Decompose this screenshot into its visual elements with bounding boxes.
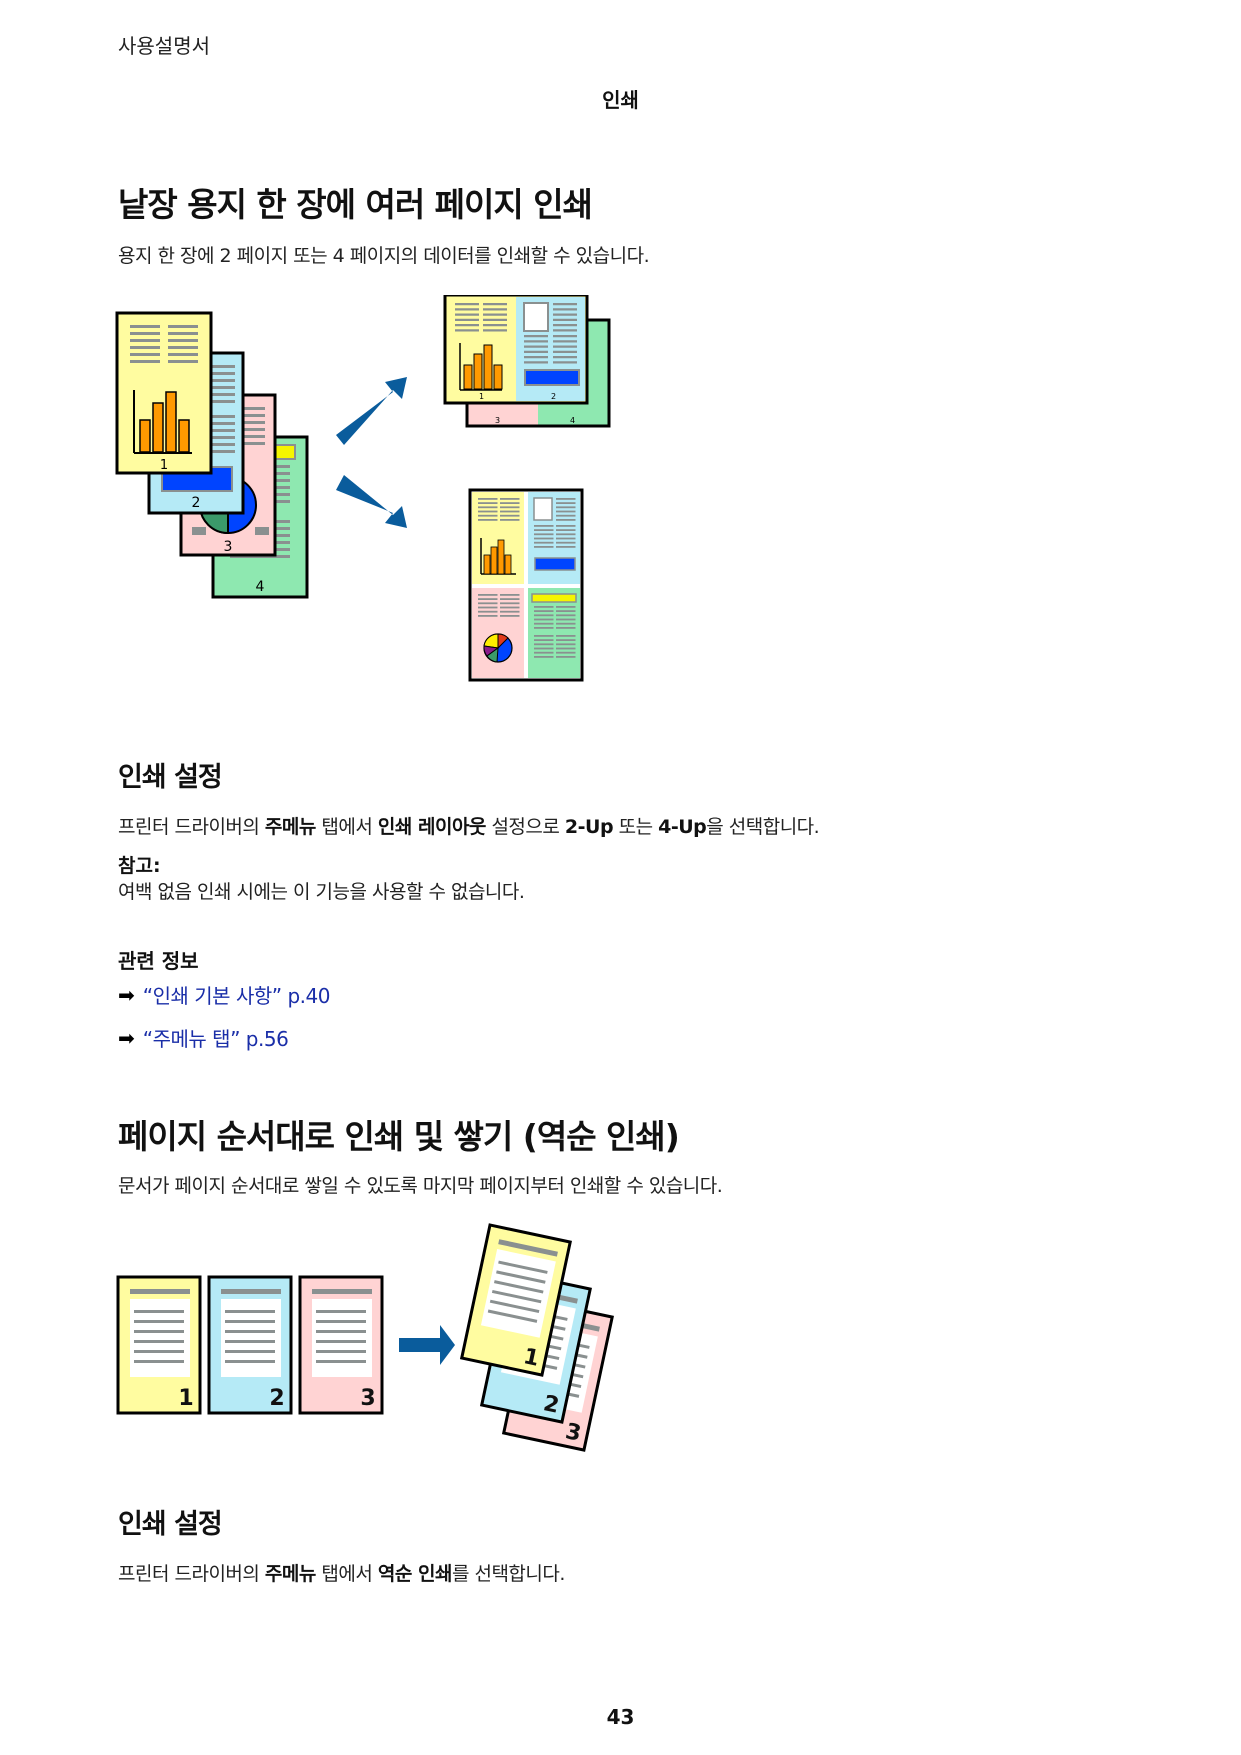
svg-text:1: 1 — [160, 458, 168, 473]
section-intro-multi-page: 용지 한 장에 2 페이지 또는 4 페이지의 데이터를 인쇄할 수 있습니다. — [118, 245, 650, 267]
svg-text:1: 1 — [178, 1386, 193, 1411]
settings-title-multi-page: 인쇄 설정 — [118, 762, 223, 793]
svg-text:4: 4 — [256, 579, 265, 595]
settings-body-multi-page: 프린터 드라이버의 주메뉴 탭에서 인쇄 레이아웃 설정으로 2-Up 또는 4… — [118, 816, 820, 838]
svg-text:2: 2 — [541, 1391, 561, 1419]
related-info-title: 관련 정보 — [118, 949, 199, 973]
svg-text:3: 3 — [495, 416, 500, 425]
svg-text:2: 2 — [192, 495, 201, 511]
section-intro-reverse-order: 문서가 페이지 순서대로 쌓일 수 있도록 마지막 페이지부터 인쇄할 수 있습… — [118, 1175, 723, 1197]
reverse-order-diagram: 1 2 3 3 2 1 — [116, 1223, 614, 1452]
related-link-row: ➡ “주메뉴 탭” p.56 — [118, 1023, 289, 1052]
manual-label: 사용설명서 — [118, 34, 210, 58]
svg-text:3: 3 — [224, 539, 233, 555]
svg-text:2: 2 — [269, 1386, 284, 1411]
section-title-reverse-order: 페이지 순서대로 인쇄 및 쌓기 (역순 인쇄) — [118, 1117, 680, 1156]
related-link-row: ➡ “인쇄 기본 사항” p.40 — [118, 980, 330, 1009]
settings-title-reverse-order: 인쇄 설정 — [118, 1509, 223, 1540]
settings-body-reverse-order: 프린터 드라이버의 주메뉴 탭에서 역순 인쇄를 선택합니다. — [118, 1563, 565, 1585]
note-label: 참고: — [118, 855, 161, 877]
svg-text:3: 3 — [360, 1386, 375, 1411]
svg-text:1: 1 — [521, 1344, 541, 1372]
link-main-tab[interactable]: “주메뉴 탭” p.56 — [142, 1027, 289, 1051]
section-title-multi-page: 낱장 용지 한 장에 여러 페이지 인쇄 — [118, 185, 593, 224]
arrow-right-icon: ➡ — [118, 1025, 135, 1050]
page-number: 43 — [606, 1705, 635, 1729]
note-text: 여백 없음 인쇄 시에는 이 기능을 사용할 수 없습니다. — [118, 881, 525, 903]
link-print-basics[interactable]: “인쇄 기본 사항” p.40 — [142, 984, 331, 1008]
svg-text:3: 3 — [563, 1419, 583, 1447]
chapter-title: 인쇄 — [602, 88, 639, 112]
arrow-right-icon: ➡ — [118, 982, 135, 1007]
svg-text:4: 4 — [570, 416, 575, 425]
svg-text:2: 2 — [551, 392, 556, 401]
svg-text:1: 1 — [479, 392, 484, 401]
multi-page-diagram: 4 3 2 1 3 4 1 — [115, 295, 611, 682]
